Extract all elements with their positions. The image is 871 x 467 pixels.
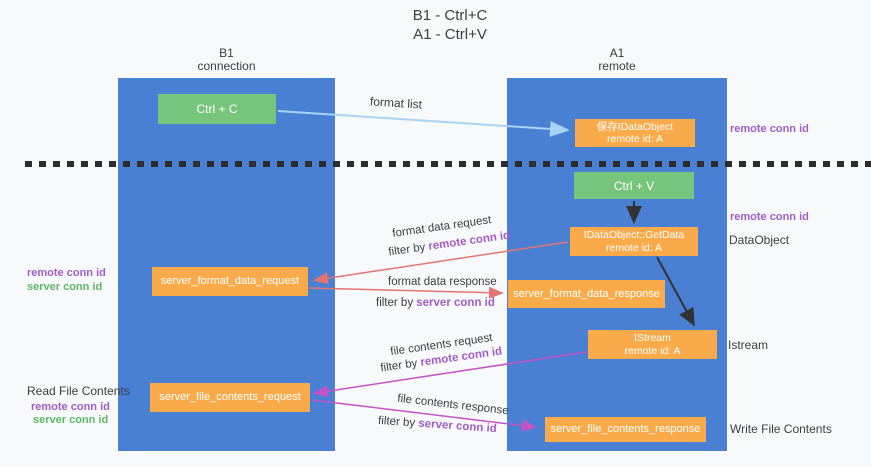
server-conn-id-text: server conn id [416, 297, 495, 309]
left-server-conn-id-1-label: server conn id [27, 281, 103, 293]
file-response-filter-label: filter by server conn id [378, 415, 497, 435]
column-a1-name: A1 [609, 46, 625, 60]
left-remote-conn-id-1-label: remote conn id [27, 267, 106, 279]
column-a1-subtitle: remote [598, 59, 636, 73]
diagram-title: B1 - Ctrl+C A1 - Ctrl+V [310, 6, 590, 44]
getdata-line2: remote id: A [605, 241, 663, 254]
left-remote-conn-id-2-label: remote conn id [31, 401, 110, 413]
save-idataobject-box: 保存IDataObject remote id: A [575, 119, 695, 147]
format-list-label: format list [369, 94, 423, 112]
ctrl-v-box: Ctrl + V [574, 172, 694, 199]
column-b1-subtitle: connection [197, 59, 256, 73]
server-format-data-request-box: server_format_data_request [152, 267, 308, 296]
column-b1-name: B1 [219, 46, 234, 60]
filter-by-text: filter by [376, 297, 417, 309]
idataobject-getdata-box: IDataObject::GetData remote id: A [570, 227, 698, 256]
save-idataobject-line2: remote id: A [606, 133, 664, 145]
left-read-file-contents-label: Read File Contents [27, 384, 130, 398]
filter-by-text: filter by [387, 240, 430, 259]
getdata-line1: IDataObject::GetData [583, 229, 685, 241]
ctrl-c-box: Ctrl + C [158, 94, 276, 124]
left-server-conn-id-2-label: server conn id [33, 414, 109, 426]
istream-box: IStream remote id: A [588, 330, 717, 359]
file-contents-response-label: file contents response [396, 392, 510, 418]
column-header-b1: B1 connection [118, 47, 335, 73]
filter-by-text: filter by [379, 356, 422, 375]
right-remote-conn-id-top-label: remote conn id [730, 123, 809, 135]
format-response-filter-label: filter by server conn id [376, 297, 495, 309]
save-idataobject-line1: 保存IDataObject [596, 120, 674, 133]
right-istream-label: Istream [728, 338, 769, 352]
title-line-1: B1 - Ctrl+C [412, 7, 488, 24]
right-dataobject-label: DataObject [729, 233, 790, 247]
server-file-contents-request-box: server_file_contents_request [150, 383, 310, 412]
server-format-data-response-box: server_format_data_response [508, 280, 665, 308]
right-write-file-contents-label: Write File Contents [730, 422, 832, 436]
istream-line2: remote id: A [624, 344, 681, 357]
server-conn-id-text: server conn id [417, 417, 498, 436]
istream-line1: IStream [634, 332, 671, 344]
title-line-2: A1 - Ctrl+V [413, 26, 487, 43]
filter-by-text: filter by [377, 414, 419, 430]
format-data-response-label: format data response [388, 276, 497, 288]
server-file-contents-response-box: server_file_contents_response [545, 417, 706, 442]
format-data-response-arrow [308, 286, 504, 299]
column-header-a1: A1 remote [507, 47, 727, 73]
right-remote-conn-id-mid-label: remote conn id [730, 211, 809, 223]
